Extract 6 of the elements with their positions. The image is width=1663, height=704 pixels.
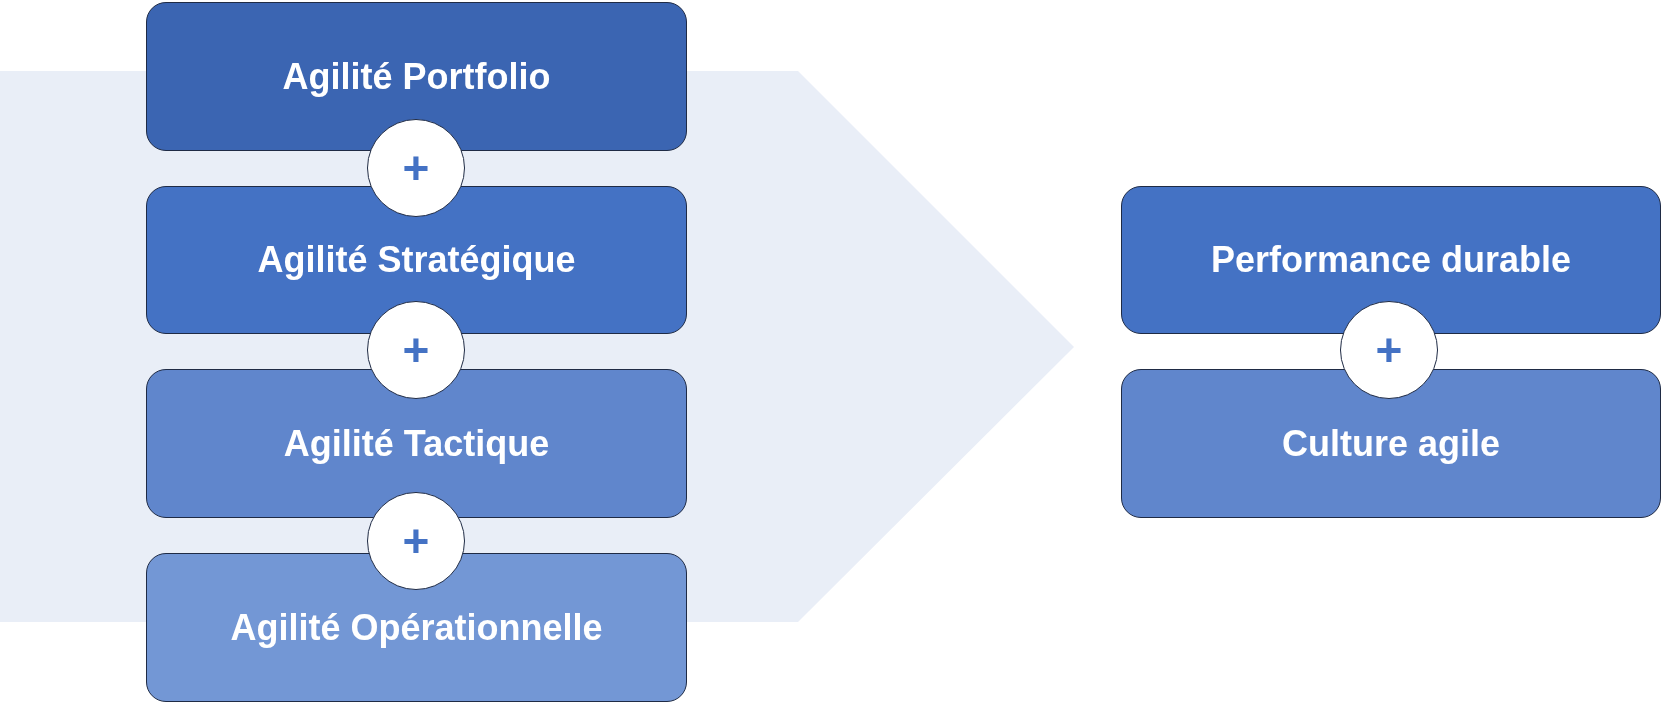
agility-box: Culture agile (1121, 369, 1661, 518)
agility-box: Agilité Stratégique (146, 186, 687, 334)
agility-box: Agilité Opérationnelle (146, 553, 687, 702)
agility-box: Performance durable (1121, 186, 1661, 334)
agility-box: Agilité Tactique (146, 369, 687, 518)
agility-box: Agilité Portfolio (146, 2, 687, 151)
